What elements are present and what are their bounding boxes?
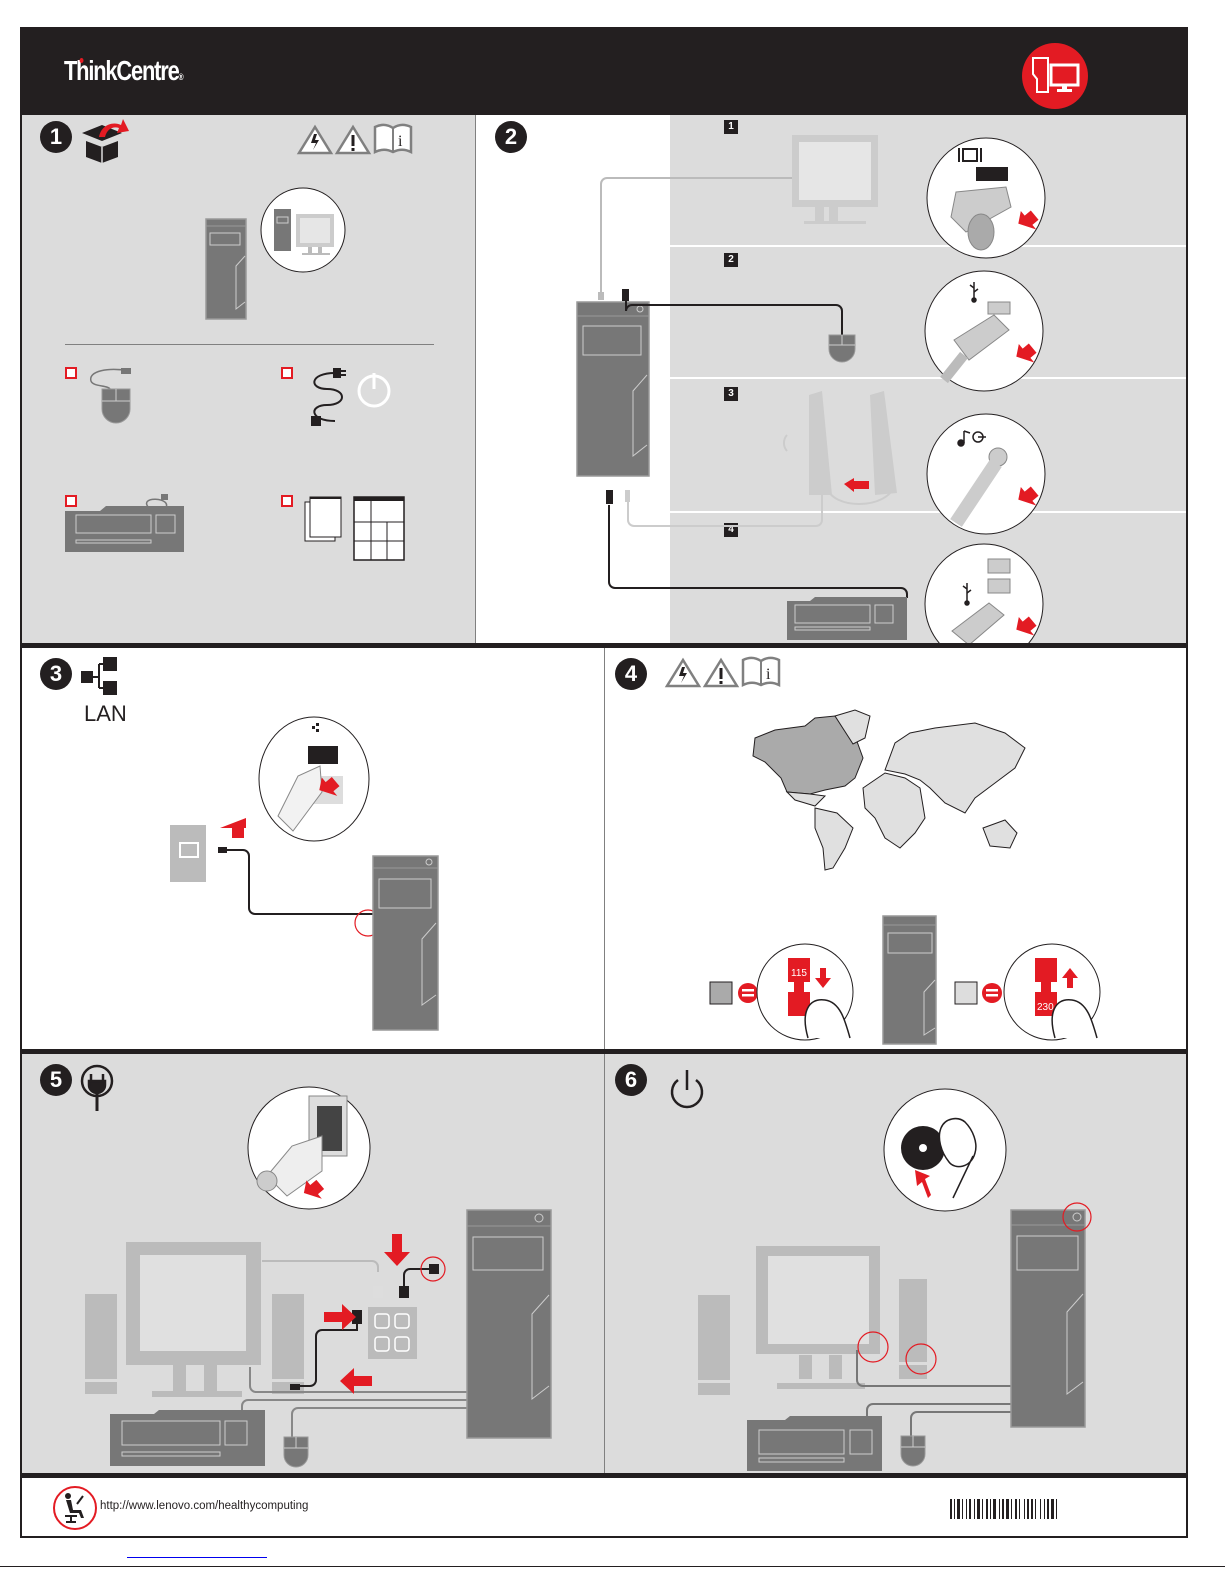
- barcode-bar: [974, 1499, 975, 1519]
- header-bar: ThinkCentre®: [22, 29, 1186, 115]
- checklist-checkbox-power-cord[interactable]: [281, 367, 293, 379]
- barcode-bar: [1006, 1499, 1009, 1519]
- barcode-bar: [1024, 1499, 1025, 1519]
- lan-label: LAN: [84, 701, 127, 727]
- step-1-panel: 1 i: [22, 115, 476, 643]
- column-divider: [475, 115, 476, 643]
- step-number: 4: [615, 658, 647, 690]
- step-number: 1: [40, 121, 72, 153]
- step-number: 3: [40, 658, 72, 690]
- barcode-bar: [1040, 1499, 1041, 1519]
- barcode-bar: [982, 1499, 983, 1519]
- barcode-bar: [1044, 1499, 1045, 1519]
- step-3-panel: 3 LAN: [22, 648, 604, 1049]
- read-manual-icon: i: [373, 123, 413, 155]
- svg-text:i: i: [766, 666, 771, 683]
- barcode: [950, 1499, 1115, 1519]
- barcode-bar: [1027, 1499, 1029, 1519]
- checklist-checkbox-documentation[interactable]: [281, 495, 293, 507]
- barcode-bar: [954, 1499, 955, 1519]
- page-bottom-rule: [0, 1566, 1225, 1567]
- down-arrow: [384, 1234, 410, 1266]
- svg-text:i: i: [398, 133, 403, 150]
- logo-i-dot: [80, 58, 84, 63]
- region-swatch-dark: [710, 982, 732, 1004]
- usb-keyboard-inset: [924, 543, 1044, 643]
- barcode-bar: [1047, 1499, 1049, 1519]
- left-arrow: [340, 1368, 372, 1394]
- step-6-panel: 6: [605, 1054, 1186, 1473]
- vga-connector-inset: [926, 137, 1046, 259]
- power-cord-icon: [307, 367, 397, 429]
- desktop-computer-icon: [1022, 43, 1088, 109]
- barcode-bar: [1019, 1499, 1020, 1519]
- documents-icon: [304, 495, 409, 561]
- footer: http://www.lenovo.com/healthycomputing: [22, 1478, 1186, 1536]
- step-2-panel: 2 1 2 3 4: [477, 115, 1186, 643]
- usb-mouse-inset: [924, 270, 1044, 392]
- computer-tower: [577, 302, 649, 476]
- unpack-box-icon: [77, 115, 137, 165]
- step-5-panel: 5: [22, 1054, 604, 1473]
- electrical-hazard-icon: [665, 658, 701, 688]
- audio-connector-inset: [926, 413, 1046, 535]
- barcode-bar: [950, 1499, 952, 1519]
- power-on-diagram: [605, 1054, 1186, 1473]
- voltage-230-label: 230: [1037, 1002, 1054, 1013]
- barcode-bar: [977, 1499, 980, 1519]
- barcode-bar: [1015, 1499, 1017, 1519]
- barcode-bar: [1031, 1499, 1033, 1519]
- unit-contents-circle: [260, 187, 346, 273]
- brand-logo: ThinkCentre®: [64, 55, 183, 87]
- power-connection-diagram: [22, 1054, 604, 1473]
- right-arrow: [324, 1304, 356, 1330]
- monitor: [792, 135, 878, 224]
- barcode-bar: [957, 1499, 960, 1519]
- cable-diagram: [477, 115, 1186, 643]
- checklist-checkbox-mouse[interactable]: [65, 367, 77, 379]
- barcode-bar: [999, 1499, 1000, 1519]
- barcode-bar: [993, 1499, 996, 1519]
- healthy-computing-link[interactable]: http://www.lenovo.com/healthycomputing: [100, 1500, 308, 1512]
- keyboard-icon: [65, 493, 187, 555]
- barcode-bar: [969, 1499, 971, 1519]
- computer-tower: [372, 855, 442, 1035]
- mouse-icon: [88, 367, 136, 427]
- electrical-hazard-icon: [297, 125, 333, 155]
- healthy-computing-icon: [51, 1484, 99, 1532]
- barcode-bar: [1035, 1499, 1036, 1519]
- divider: [65, 344, 434, 345]
- barcode-bar: [966, 1499, 967, 1519]
- world-map: [745, 708, 1045, 878]
- read-manual-icon: i: [741, 656, 781, 688]
- step-4-panel: 4 i: [605, 648, 1186, 1049]
- warning-icon: [335, 125, 371, 155]
- lan-connection-diagram: [170, 813, 392, 1023]
- voltage-115-label: 115: [791, 968, 807, 979]
- setup-poster: ThinkCentre® 1: [20, 27, 1188, 1538]
- barcode-bar: [1056, 1499, 1057, 1519]
- barcode-bar: [962, 1499, 963, 1519]
- network-icon: [81, 657, 121, 697]
- barcode-bar: [1051, 1499, 1054, 1519]
- registered-mark: ®: [179, 72, 183, 82]
- computer-tower-illustration: [205, 218, 247, 320]
- barcode-bar: [1002, 1499, 1004, 1519]
- region-swatch-light: [955, 982, 977, 1004]
- hyperlink-underline[interactable]: [127, 1557, 267, 1558]
- barcode-bar: [990, 1499, 991, 1519]
- voltage-selection: 115 230: [690, 910, 1110, 1040]
- warning-icon: [703, 658, 739, 688]
- barcode-bar: [986, 1499, 988, 1519]
- barcode-bar: [1011, 1499, 1012, 1519]
